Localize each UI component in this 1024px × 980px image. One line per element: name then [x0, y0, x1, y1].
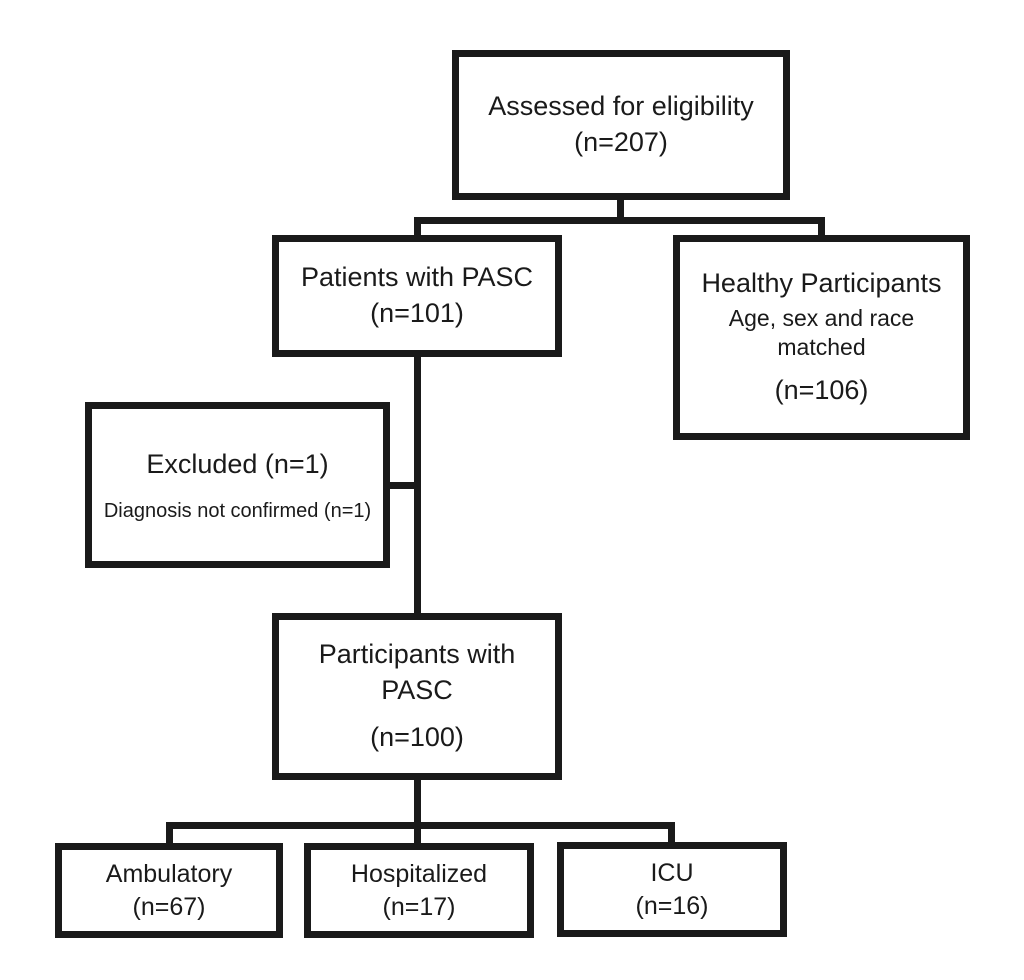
- healthy-participants-box: Healthy Participants Age, sex and race m…: [673, 235, 970, 440]
- healthy-title: Healthy Participants: [701, 268, 942, 299]
- connector-to-patients: [414, 217, 421, 239]
- connector-to-icu: [668, 822, 675, 844]
- connector-level2-horizontal: [414, 217, 825, 224]
- connector-assessed-down: [617, 198, 624, 224]
- participants-count: (n=100): [370, 722, 464, 753]
- excluded-box: Excluded (n=1) Diagnosis not confirmed (…: [85, 402, 390, 568]
- connector-level4-horizontal: [166, 822, 675, 829]
- participants-title: Participants with PASC: [318, 639, 516, 705]
- connector-to-excluded: [388, 482, 421, 489]
- icu-box: ICU (n=16): [557, 842, 787, 937]
- hospitalized-box: Hospitalized (n=17): [304, 843, 534, 938]
- connector-to-ambulatory: [166, 822, 173, 845]
- patients-with-pasc-box: Patients with PASC (n=101): [272, 235, 562, 357]
- icu-title: ICU: [650, 858, 694, 887]
- patients-count: (n=101): [370, 298, 464, 328]
- icu-count: (n=16): [635, 891, 709, 920]
- assessed-title: Assessed for eligibility: [488, 91, 754, 122]
- assessed-count: (n=207): [574, 127, 668, 157]
- ambulatory-title: Ambulatory: [105, 859, 233, 888]
- healthy-count: (n=106): [774, 375, 869, 406]
- participants-with-pasc-box: Participants with PASC (n=100): [272, 613, 562, 780]
- connector-to-healthy: [818, 217, 825, 239]
- ambulatory-box: Ambulatory (n=67): [55, 843, 283, 938]
- hospitalized-count: (n=17): [382, 892, 456, 921]
- excluded-title: Excluded (n=1): [146, 449, 329, 480]
- patients-title: Patients with PASC: [300, 262, 534, 293]
- hospitalized-title: Hospitalized: [350, 859, 488, 888]
- excluded-reason: Diagnosis not confirmed (n=1): [103, 499, 372, 522]
- connector-participants-down: [414, 778, 421, 845]
- healthy-subtitle: Age, sex and race matched: [728, 304, 915, 360]
- assessed-for-eligibility-box: Assessed for eligibility (n=207): [452, 50, 790, 200]
- ambulatory-count: (n=67): [132, 892, 206, 921]
